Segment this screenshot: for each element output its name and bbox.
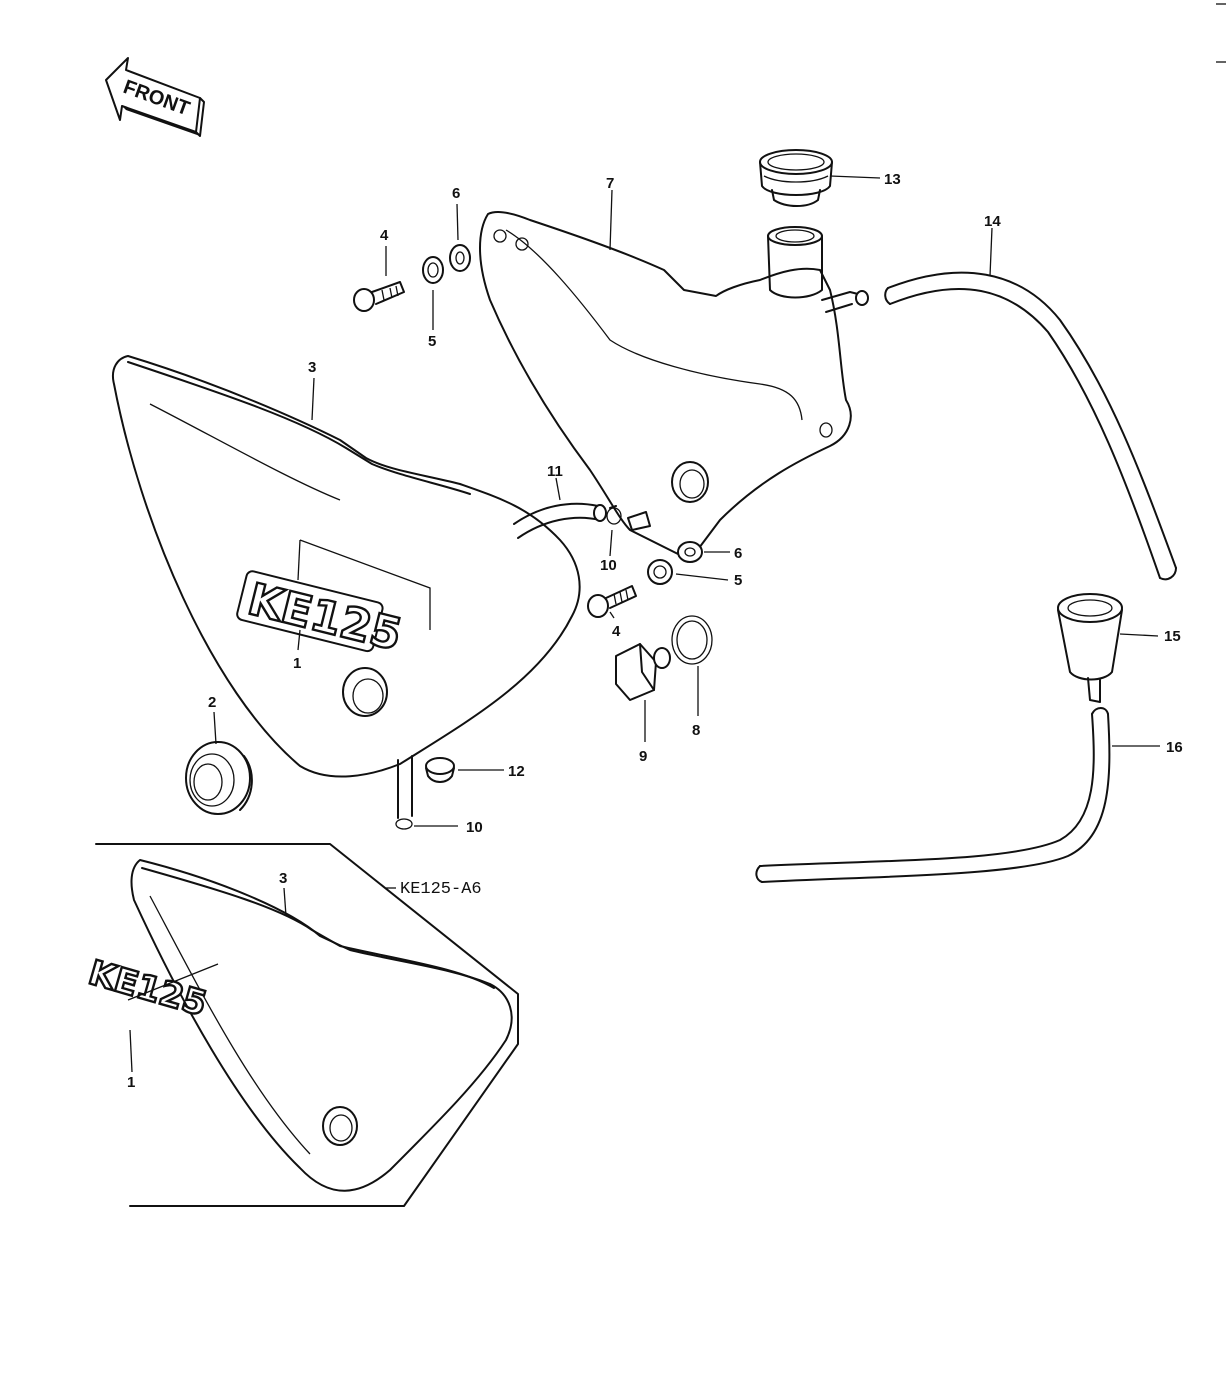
callout-3b: 3 — [279, 870, 287, 887]
leader-lines — [127, 175, 1160, 1073]
callout-1b: 1 — [127, 1074, 135, 1091]
callout-12: 12 — [508, 763, 525, 780]
callout-5b: 5 — [734, 572, 742, 589]
callout-6a: 6 — [452, 185, 460, 202]
callout-8: 8 — [692, 722, 700, 739]
front-arrow-icon: FRONT — [105, 57, 205, 137]
callout-4a: 4 — [380, 227, 389, 244]
hose-part-11 — [513, 502, 607, 539]
front-label: FRONT — [120, 76, 192, 120]
bolt-part-4-upper — [353, 281, 405, 312]
hose-part-16 — [755, 707, 1111, 883]
breather-hose-part-14 — [884, 271, 1177, 581]
emblem-text-lower: KE125 — [84, 953, 211, 1025]
bolt-part-4-lower — [587, 585, 637, 618]
callout-15: 15 — [1164, 628, 1181, 645]
grommet-part-2 — [185, 741, 253, 815]
callout-11: 11 — [547, 463, 563, 480]
callout-10b: 10 — [466, 819, 483, 836]
callout-4b: 4 — [612, 623, 621, 640]
ke125-emblem-upper: KE125 — [236, 570, 408, 662]
callout-9: 9 — [639, 748, 647, 765]
clip-part-10-upper — [606, 505, 622, 525]
washer-part-6-upper — [449, 244, 471, 272]
drain-hose — [397, 755, 413, 819]
o-ring-part-8 — [671, 615, 713, 665]
callout-7: 7 — [606, 175, 614, 192]
side-cover-upper — [112, 355, 581, 778]
callout-1a: 1 — [293, 655, 301, 672]
callout-10a: 10 — [600, 557, 617, 574]
ke125-emblem-lower: KE125 — [83, 952, 212, 1026]
callout-labels: 1 1 2 3 3 4 4 5 5 6 6 7 8 9 10 10 11 12 … — [127, 171, 1183, 1091]
callout-14: 14 — [984, 213, 1001, 230]
collar-part-5-upper — [422, 256, 444, 284]
drain-plug-part-9 — [615, 643, 671, 701]
callout-5a: 5 — [428, 333, 436, 350]
collar-part-5-lower — [647, 559, 673, 585]
callout-16: 16 — [1166, 739, 1183, 756]
side-cover-lower — [130, 859, 513, 1192]
filter-part-15 — [1057, 593, 1123, 703]
callout-3a: 3 — [308, 359, 316, 376]
callout-6b: 6 — [734, 545, 742, 562]
oil-tank-part-7 — [479, 211, 869, 561]
callout-2: 2 — [208, 694, 216, 711]
washer-part-6-lower — [677, 541, 703, 563]
emblem-text-upper: KE125 — [243, 574, 407, 661]
plug-part-12 — [425, 757, 455, 783]
cap-part-13 — [759, 149, 833, 207]
callout-13: 13 — [884, 171, 901, 188]
edge-marks — [1216, 3, 1226, 63]
variant-label: KE125-A6 — [400, 880, 482, 899]
variant-frame — [95, 843, 519, 1207]
clip-part-10-lower — [395, 818, 413, 830]
